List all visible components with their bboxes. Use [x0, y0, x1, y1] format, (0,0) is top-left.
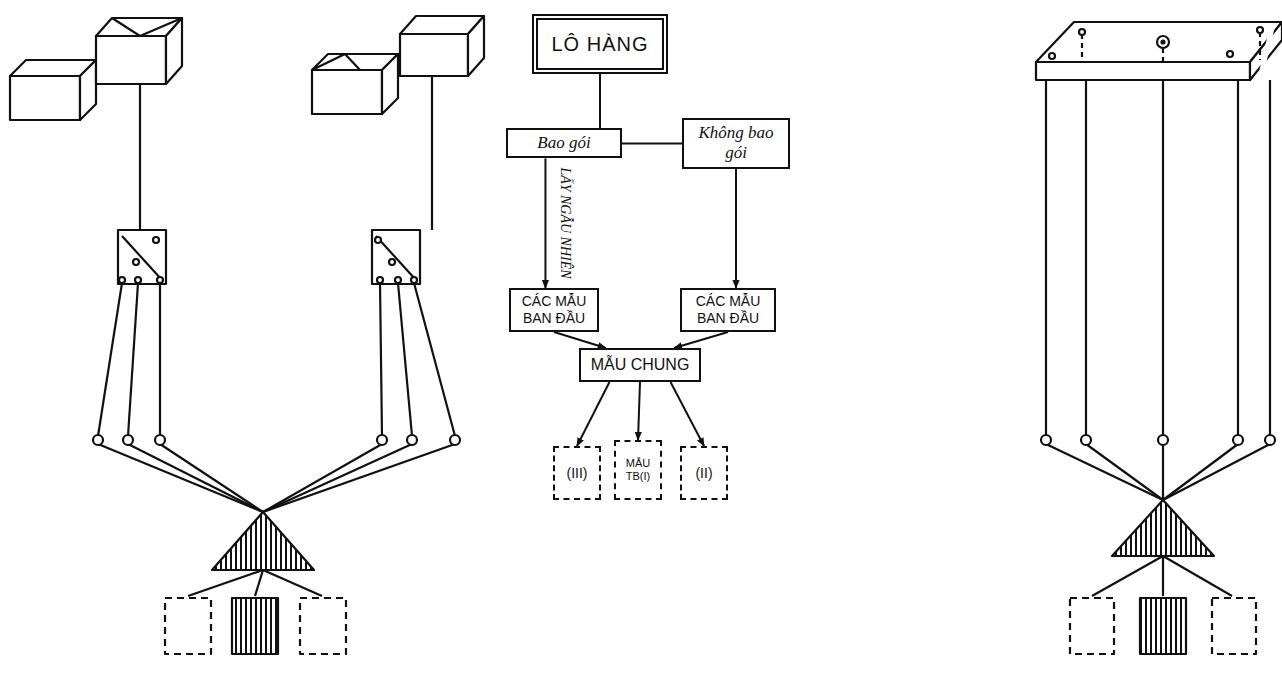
bulk-box: Không bao gói [682, 118, 790, 169]
sub-sample-box: MẪU TB(I) [614, 440, 662, 500]
composite-sample-box: MẪU CHUNG [579, 348, 701, 382]
connector [544, 158, 546, 288]
increment-lines [98, 283, 455, 512]
package-box [312, 54, 398, 114]
sub-sample-box: (III) [553, 446, 601, 500]
divided-samples [165, 570, 346, 654]
increment-lines [1046, 32, 1270, 500]
bulk-lot [1036, 22, 1282, 80]
connector [735, 169, 737, 288]
package-box [96, 18, 182, 84]
connector [674, 332, 728, 348]
composite-sample [1112, 500, 1214, 556]
node-label: CÁC MẪU BAN ĐẦU [687, 293, 769, 327]
sub-sample-box: (II) [680, 446, 728, 500]
divided-samples [1070, 556, 1256, 654]
node-label: Bao gói [537, 133, 590, 153]
primary-sample-box: CÁC MẪU BAN ĐẦU [509, 288, 599, 332]
node-label: Không bao gói [689, 123, 783, 164]
increment-circle [93, 435, 460, 445]
node-label: CÁC MẪU BAN ĐẦU [516, 293, 592, 327]
increment-circle [1041, 435, 1275, 445]
node-label: (II) [695, 465, 712, 482]
connector [554, 332, 606, 348]
edge-label: LẤY NGẪU NHIÊN [557, 166, 573, 281]
connector [577, 382, 610, 446]
connector [671, 382, 705, 446]
sampled-unit [372, 230, 420, 284]
packed-box: Bao gói [506, 128, 622, 158]
node-label: MẪU CHUNG [591, 355, 690, 374]
package-box [10, 60, 96, 120]
package-box [400, 16, 484, 76]
leader-line [431, 76, 433, 230]
connector [638, 382, 640, 440]
node-label: MẪU TB(I) [618, 457, 658, 483]
primary-sample-box: CÁC MẪU BAN ĐẦU [680, 288, 776, 332]
node-label: (III) [567, 465, 588, 482]
composite-sample [212, 512, 314, 570]
sampled-unit [118, 230, 166, 284]
lot-box: LÔ HÀNG [532, 14, 668, 74]
node-label: LÔ HÀNG [551, 32, 648, 56]
leader-line [139, 84, 141, 230]
